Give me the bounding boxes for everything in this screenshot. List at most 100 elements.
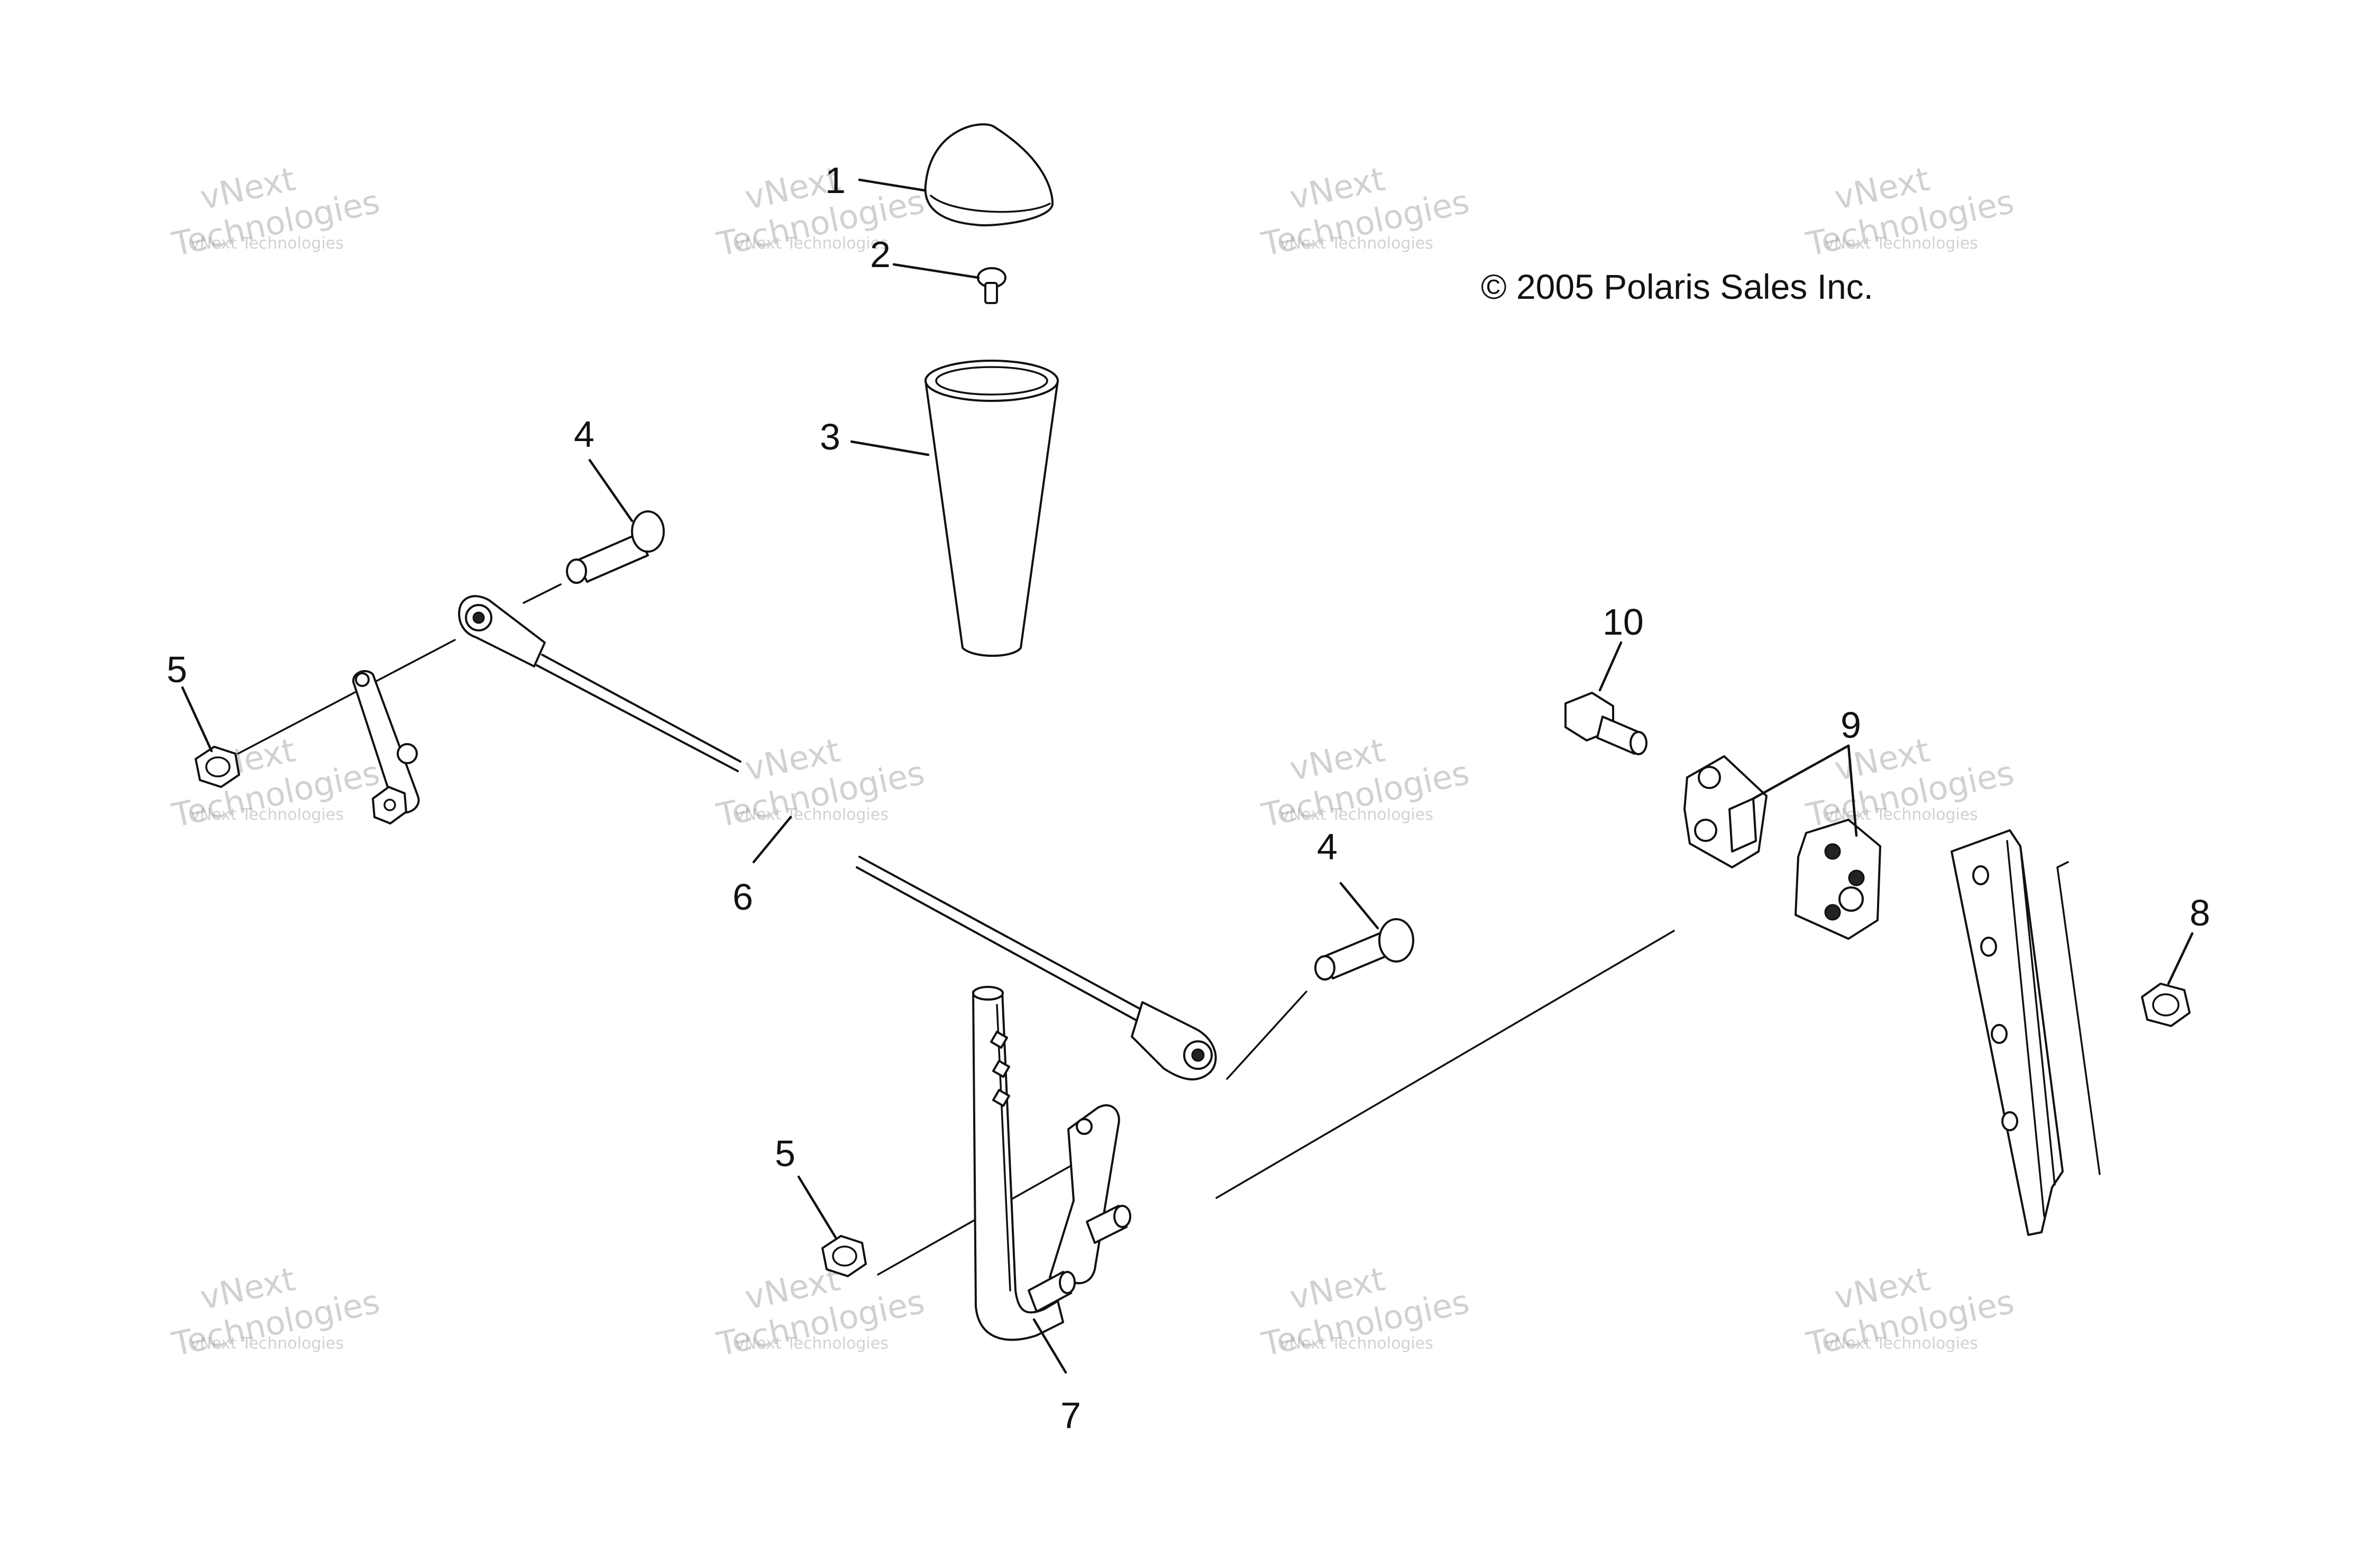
lever-bump-3 (992, 1088, 1011, 1107)
part-frame-rail (1951, 829, 2101, 1236)
lever-top-end (972, 986, 1004, 1001)
callout-6: 6 (733, 876, 753, 918)
nut-right-bore (2152, 993, 2180, 1016)
pin-upper-head (631, 510, 665, 553)
callout-1: 1 (825, 160, 846, 201)
mount-block-left-hole-top (1698, 766, 1721, 789)
leader-4b (1339, 882, 1379, 930)
rod-end-upper-hole (472, 611, 485, 624)
callout-3: 3 (820, 416, 840, 457)
frame-rail-hole-2 (1980, 937, 1997, 957)
lever-main-bar (972, 991, 1064, 1341)
watermark-small: vNext Technologies (1825, 1334, 1978, 1353)
mount-block-right-hole-1 (1824, 843, 1841, 860)
watermark-small: vNext Technologies (1280, 805, 1433, 824)
center-lines (237, 583, 1675, 1276)
lever-bump-2 (992, 1059, 1011, 1078)
callout-5-left: 5 (167, 649, 187, 690)
frame-rail-edge-c (2056, 866, 2101, 1175)
linkage-arm-nut-hole (383, 799, 396, 811)
watermark-small: vNext Technologies (190, 234, 344, 253)
bolt-shank-end (1630, 731, 1647, 755)
watermark-r3c3: vNext Technologies vNext Technologies (1258, 1259, 1472, 1363)
nut-left-hex (195, 746, 240, 788)
pin-lower-end (1314, 955, 1335, 981)
callout-labels: 1 2 3 4 4 5 5 6 7 8 9 10 (167, 160, 2210, 1436)
linkage-arm-top-hole (355, 672, 370, 687)
frame-rail-hole-4 (2001, 1111, 2018, 1131)
mount-block-right-center (1838, 886, 1864, 912)
watermark-r3c1: vNext Technologies vNext Technologies (168, 1259, 383, 1363)
watermark-small: vNext Technologies (190, 1334, 344, 1353)
leader-10 (1598, 641, 1623, 692)
mount-block-right-hole-2 (1848, 869, 1865, 886)
lever-bar-edge (996, 1004, 1011, 1291)
screw-shank (984, 282, 998, 304)
watermark-r1c1: vNext Technologies vNext Technologies (168, 159, 383, 263)
watermark-r2c1: vNext Technologies vNext Technologies (168, 730, 383, 835)
mount-block-left-hole-bottom (1694, 819, 1717, 842)
watermark-r1c3: vNext Technologies vNext Technologies (1258, 159, 1472, 263)
rod-lower-line-b (856, 866, 1138, 1022)
leader-7 (1032, 1318, 1067, 1374)
linkage-arm-mid-hole (397, 743, 418, 764)
rod-end-lower-hole (1191, 1048, 1205, 1062)
callout-4-upper: 4 (574, 414, 594, 455)
knob-cap-rim (930, 195, 1051, 213)
part-pin-lower (1314, 918, 1414, 981)
watermark-small: vNext Technologies (735, 805, 889, 824)
frame-rail-hole-1 (1972, 865, 1989, 885)
watermark-r3c2: vNext Technologies vNext Technologies (713, 1259, 928, 1363)
leader-9b (1847, 744, 1858, 837)
pin-upper-end (566, 558, 587, 584)
leader-6 (752, 816, 792, 864)
lever-bump-1 (990, 1030, 1009, 1049)
leader-3 (850, 440, 930, 456)
callout-2: 2 (870, 234, 891, 275)
grip-top-opening (924, 360, 1059, 402)
center-line-left-upper (237, 639, 456, 755)
copyright-text: © 2005 Polaris Sales Inc. (1481, 267, 1873, 306)
frame-rail-edge-a (2006, 840, 2045, 1217)
pin-lower-head (1378, 918, 1414, 963)
grip-body (924, 380, 1059, 657)
watermark-r2c3: vNext Technologies vNext Technologies (1258, 730, 1472, 835)
rod-lower-line-a (858, 856, 1143, 1011)
knob-cap-shape (924, 123, 1054, 226)
watermark-r3c4: vNext Technologies vNext Technologies (1802, 1259, 2017, 1363)
mount-block-left-boss (1728, 798, 1757, 853)
part-shift-grip (924, 360, 1059, 657)
watermark-small: vNext Technologies (1280, 1334, 1433, 1353)
leader-5b (797, 1175, 837, 1239)
frame-rail-edge-b (2019, 845, 2056, 1186)
leader-8 (2167, 932, 2194, 985)
mount-block-right-hole-3 (1824, 904, 1841, 921)
part-linkage-arm (352, 670, 420, 825)
nut-lower-bore (832, 1245, 857, 1267)
part-shift-lever (972, 986, 1131, 1341)
center-line-lower-right (1215, 930, 1675, 1199)
watermark-small: vNext Technologies (1280, 234, 1433, 253)
callout-4-lower: 4 (1317, 826, 1338, 867)
rod-upper-line-b (536, 664, 739, 772)
part-screw (977, 267, 1006, 304)
callout-10: 10 (1603, 601, 1644, 643)
part-nut-left (195, 746, 240, 788)
part-nut-right (2141, 983, 2191, 1027)
part-nut-lower (821, 1235, 867, 1277)
lever-pivot-stub-end (1113, 1205, 1131, 1228)
lever-lower-pin-end (1059, 1271, 1076, 1294)
watermark-small: vNext Technologies (735, 234, 889, 253)
leader-4a (588, 459, 634, 523)
nut-right-hex (2141, 983, 2191, 1027)
callout-9: 9 (1841, 704, 1861, 746)
part-shift-rod (458, 595, 1217, 1080)
leader-5a (181, 686, 213, 753)
watermark-r2c2: vNext Technologies vNext Technologies (713, 730, 928, 835)
linkage-arm-nut (372, 786, 407, 825)
leader-1 (858, 178, 926, 192)
nut-lower-hex (821, 1235, 867, 1277)
lever-bracket-hole (1076, 1118, 1093, 1135)
